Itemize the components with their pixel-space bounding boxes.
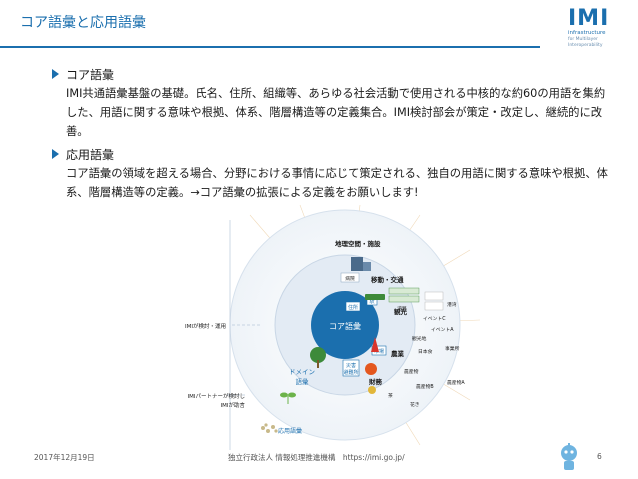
domain-label-2: 語彙 [296, 377, 310, 386]
sector-label: 移動・交通 [371, 275, 404, 284]
small-label: 茶 [388, 392, 393, 399]
small-label: 日本食 [418, 348, 433, 355]
robot-mascot-icon [556, 442, 582, 474]
train-icon [365, 294, 385, 300]
small-label: 事業所 [445, 345, 460, 352]
small-label: 農産物A [447, 379, 465, 386]
applied-label: 応用語彙 [278, 427, 302, 435]
core-label: コア語彙 [329, 321, 361, 331]
sector-label: 農業 [391, 349, 405, 358]
core-item: 住所 [348, 304, 358, 311]
coin-icon [368, 386, 376, 394]
domain-label-1: ドメイン [289, 368, 315, 376]
core-item: 災害 [346, 362, 356, 369]
footer-date: 2017年12月19日 [34, 452, 95, 463]
tomato-icon [365, 363, 377, 375]
footer-org: 独立行政法人 情報処理推進機構 https://imi.go.jp/ [228, 452, 405, 463]
small-label: 道路 [397, 305, 407, 312]
small-label: 観光地 [412, 335, 427, 342]
left-note: IMIが検討・運用 [185, 322, 226, 330]
left-note: IMIが助言 [221, 401, 246, 409]
left-note: IMIパートナーが検討し [188, 392, 246, 400]
page-number: 6 [597, 452, 602, 461]
small-label: 港湾 [447, 301, 457, 308]
core-item: 避難所 [343, 369, 358, 376]
sector-label: 財務 [368, 377, 383, 386]
seeds-icon [261, 423, 278, 433]
small-label: 病院 [345, 275, 355, 282]
small-label: 農産物B [416, 383, 434, 390]
small-label: イベントA [431, 327, 454, 333]
small-label: 農産物 [404, 368, 419, 375]
small-label: 花き [410, 401, 420, 408]
small-label: イベントC [423, 316, 446, 322]
sector-label: 地理空間・施設 [335, 239, 381, 248]
